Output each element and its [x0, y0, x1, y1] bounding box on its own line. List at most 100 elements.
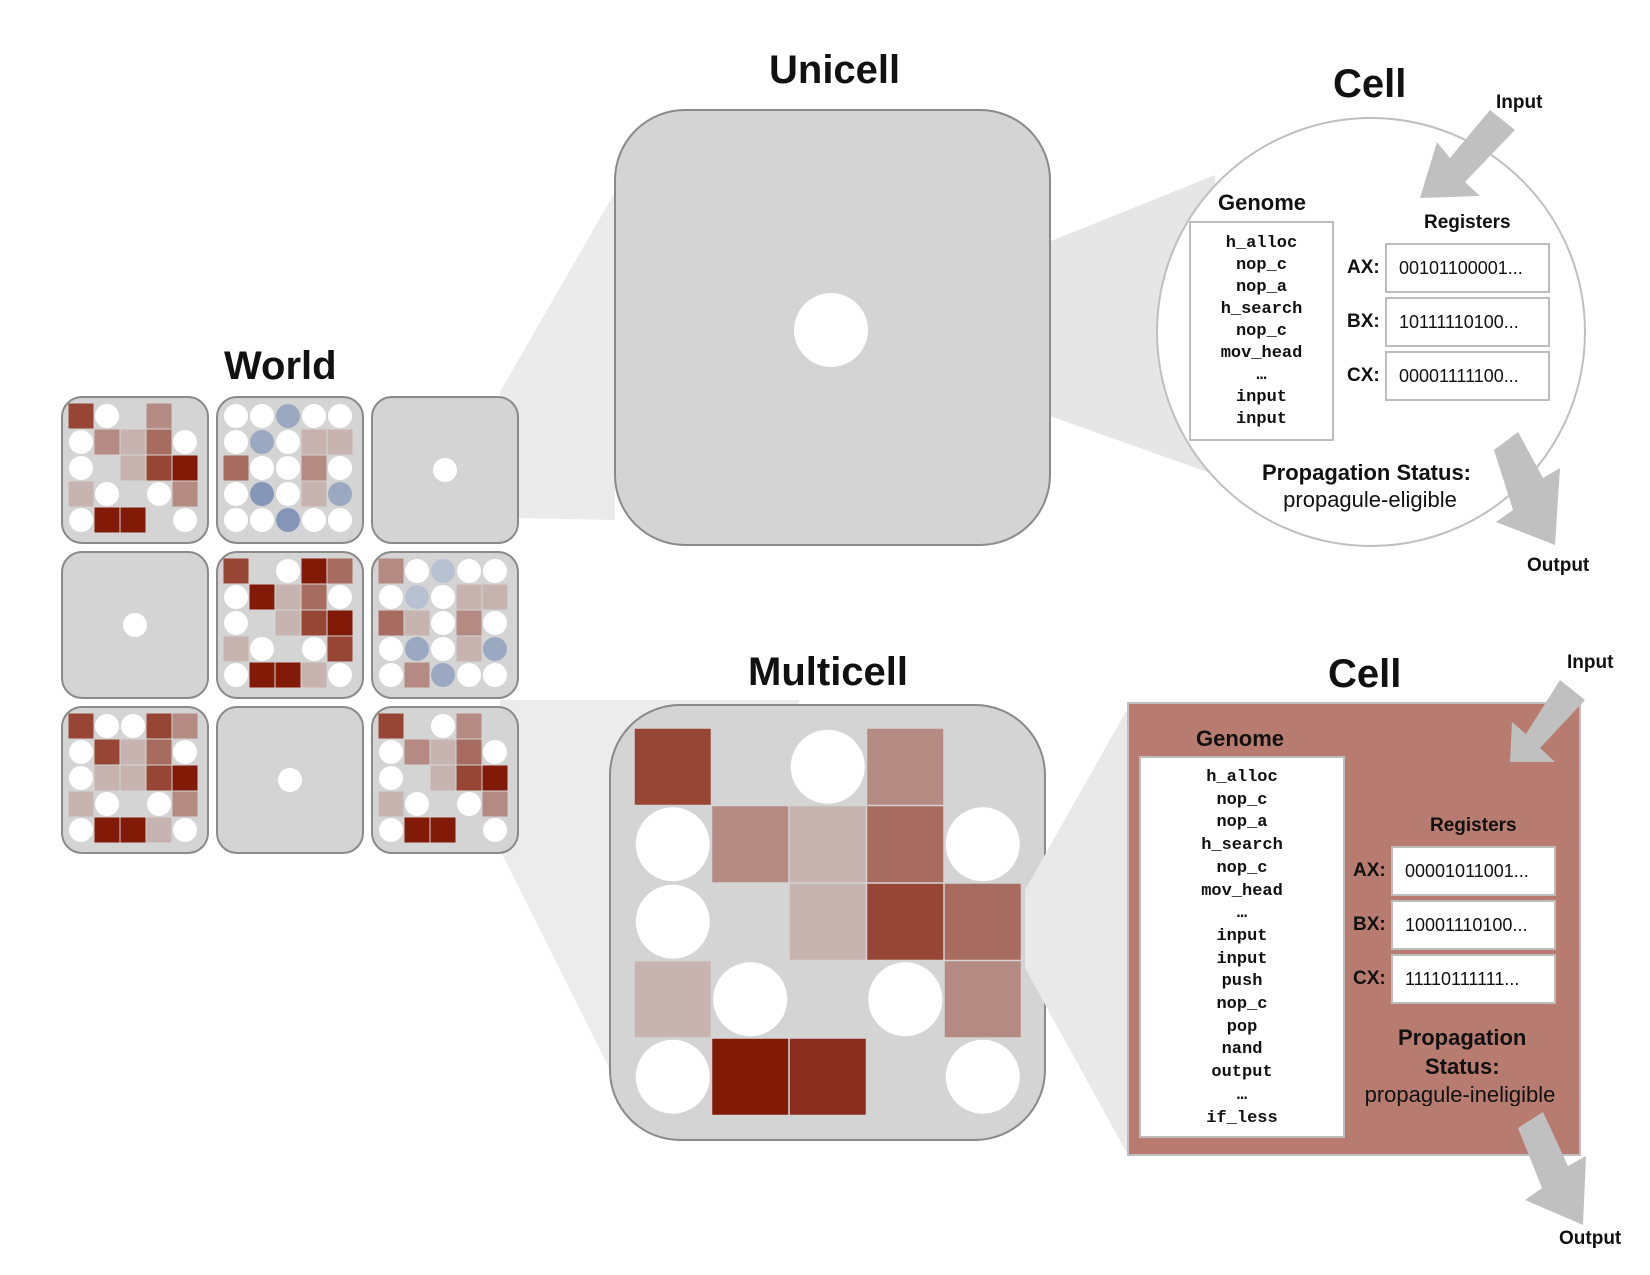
- multicell-register-name: AX:: [1353, 860, 1386, 881]
- world-cell-circle: [276, 430, 300, 454]
- unicell-label: Unicell: [769, 48, 901, 92]
- unicell-register-value: 00101100001...: [1385, 243, 1550, 293]
- world-cell-circle: [224, 482, 248, 506]
- world-cell-circle: [69, 508, 93, 532]
- world-cell-square: [301, 584, 327, 610]
- unicell-output-arrow: [1494, 432, 1560, 545]
- world-cell-square: [172, 791, 198, 817]
- world-cell-square: [301, 610, 327, 636]
- world-cell-square: [404, 610, 430, 636]
- world-cell-square: [275, 662, 301, 688]
- world-grid: [61, 396, 519, 854]
- unicell-genome-instruction: …: [1256, 366, 1267, 385]
- world-cell-circle: [405, 559, 429, 583]
- multicell-output-label: Output: [1559, 1228, 1622, 1249]
- world-cell-square: [146, 765, 172, 791]
- world-cell-circle: [250, 482, 274, 506]
- world-cell-circle: [302, 637, 326, 661]
- multicell-cell-circle: [945, 1039, 1020, 1114]
- world-cell-circle: [328, 482, 352, 506]
- world-cell-circle: [276, 482, 300, 506]
- world-cell-square: [456, 584, 482, 610]
- multicell-input-label: Input: [1567, 652, 1614, 673]
- world-cell-square: [120, 507, 146, 533]
- world-cell-circle: [276, 456, 300, 480]
- multicell-cell-square: [634, 961, 711, 1038]
- multicell-cell-square: [712, 1038, 789, 1115]
- unicell-zoom-wedge: [500, 192, 615, 520]
- unicell-input-arrow: [1420, 110, 1515, 198]
- unicell-genome-box: [1189, 221, 1334, 441]
- world-cell-circle: [457, 663, 481, 687]
- world-cell-square: [327, 558, 353, 584]
- world-cell-square: [146, 403, 172, 429]
- world-cell-square: [378, 713, 404, 739]
- unicell-register-name: BX:: [1347, 311, 1380, 332]
- world-cell-circle: [457, 792, 481, 816]
- multicell-output-arrow: [1518, 1112, 1586, 1225]
- world-cell-circle: [173, 430, 197, 454]
- world-cell-square: [301, 662, 327, 688]
- world-cell-square: [223, 558, 249, 584]
- world-cell-square: [301, 455, 327, 481]
- world-cell-circle: [147, 792, 171, 816]
- world-cell-circle: [173, 508, 197, 532]
- multicell-genome-instruction: input: [1216, 949, 1268, 969]
- world-cell-circle: [224, 508, 248, 532]
- multicell-cell-circle: [635, 1039, 710, 1114]
- unicell-input-label: Input: [1496, 92, 1543, 113]
- world-cell-circle: [95, 792, 119, 816]
- world-cell-square: [94, 739, 120, 765]
- multicell-genome-instruction: output: [1211, 1063, 1273, 1083]
- multicell-registers-title: Registers: [1430, 815, 1517, 836]
- unicell-genome-instruction: nop_c: [1235, 322, 1287, 341]
- world-cell-circle: [250, 456, 274, 480]
- world-cell-circle: [69, 740, 93, 764]
- world-cell-circle: [250, 508, 274, 532]
- multicell-genome-instruction: nop_a: [1216, 813, 1268, 833]
- world-cell-square: [378, 791, 404, 817]
- multicell-cell-square: [712, 806, 789, 883]
- multicell-register-value: 00001011001...: [1391, 846, 1556, 896]
- world-cell-square: [146, 455, 172, 481]
- world-cell-square: [378, 610, 404, 636]
- multicell-cell-square: [867, 728, 944, 805]
- multicell-cell-square: [789, 806, 866, 883]
- multicell-cell-circle: [945, 807, 1020, 882]
- multicell-genome-instruction: h_alloc: [1206, 768, 1278, 787]
- world-cell-circle: [95, 482, 119, 506]
- multicell-cell-circle: [790, 729, 865, 804]
- world-cell-circle: [379, 818, 403, 842]
- world-cell-circle: [224, 404, 248, 428]
- world-cell-square: [301, 481, 327, 507]
- world-cell-circle: [69, 818, 93, 842]
- world-cell-square: [68, 713, 94, 739]
- world-cell-circle: [224, 663, 248, 687]
- world-cell-square: [456, 636, 482, 662]
- world-label: World: [224, 344, 337, 388]
- multicell-cell-square: [789, 883, 866, 960]
- multicell-grid: [634, 728, 1021, 1115]
- world-cell-square: [146, 817, 172, 843]
- world-cell-square: [120, 455, 146, 481]
- world-cell-circle: [250, 430, 274, 454]
- world-cell-square: [327, 610, 353, 636]
- world-cell-square: [456, 610, 482, 636]
- world-cell-square: [68, 403, 94, 429]
- multicell-register-value: 11110111111...: [1391, 954, 1556, 1004]
- world-cell-circle: [483, 663, 507, 687]
- world-cell-circle: [147, 482, 171, 506]
- world-cell-square: [404, 817, 430, 843]
- world-cell-circle: [431, 559, 455, 583]
- world-cell-square: [94, 817, 120, 843]
- world-cell-circle: [328, 663, 352, 687]
- multicell-genome-instruction: h_search: [1201, 836, 1283, 856]
- world-cell-square: [172, 455, 198, 481]
- multicell-cell-square: [944, 961, 1021, 1038]
- world-cell-square: [223, 455, 249, 481]
- world-cell-square: [301, 429, 327, 455]
- world-cell-circle: [483, 559, 507, 583]
- multicell-label: Multicell: [748, 650, 909, 694]
- multicell-genome-instruction: …: [1236, 1085, 1248, 1105]
